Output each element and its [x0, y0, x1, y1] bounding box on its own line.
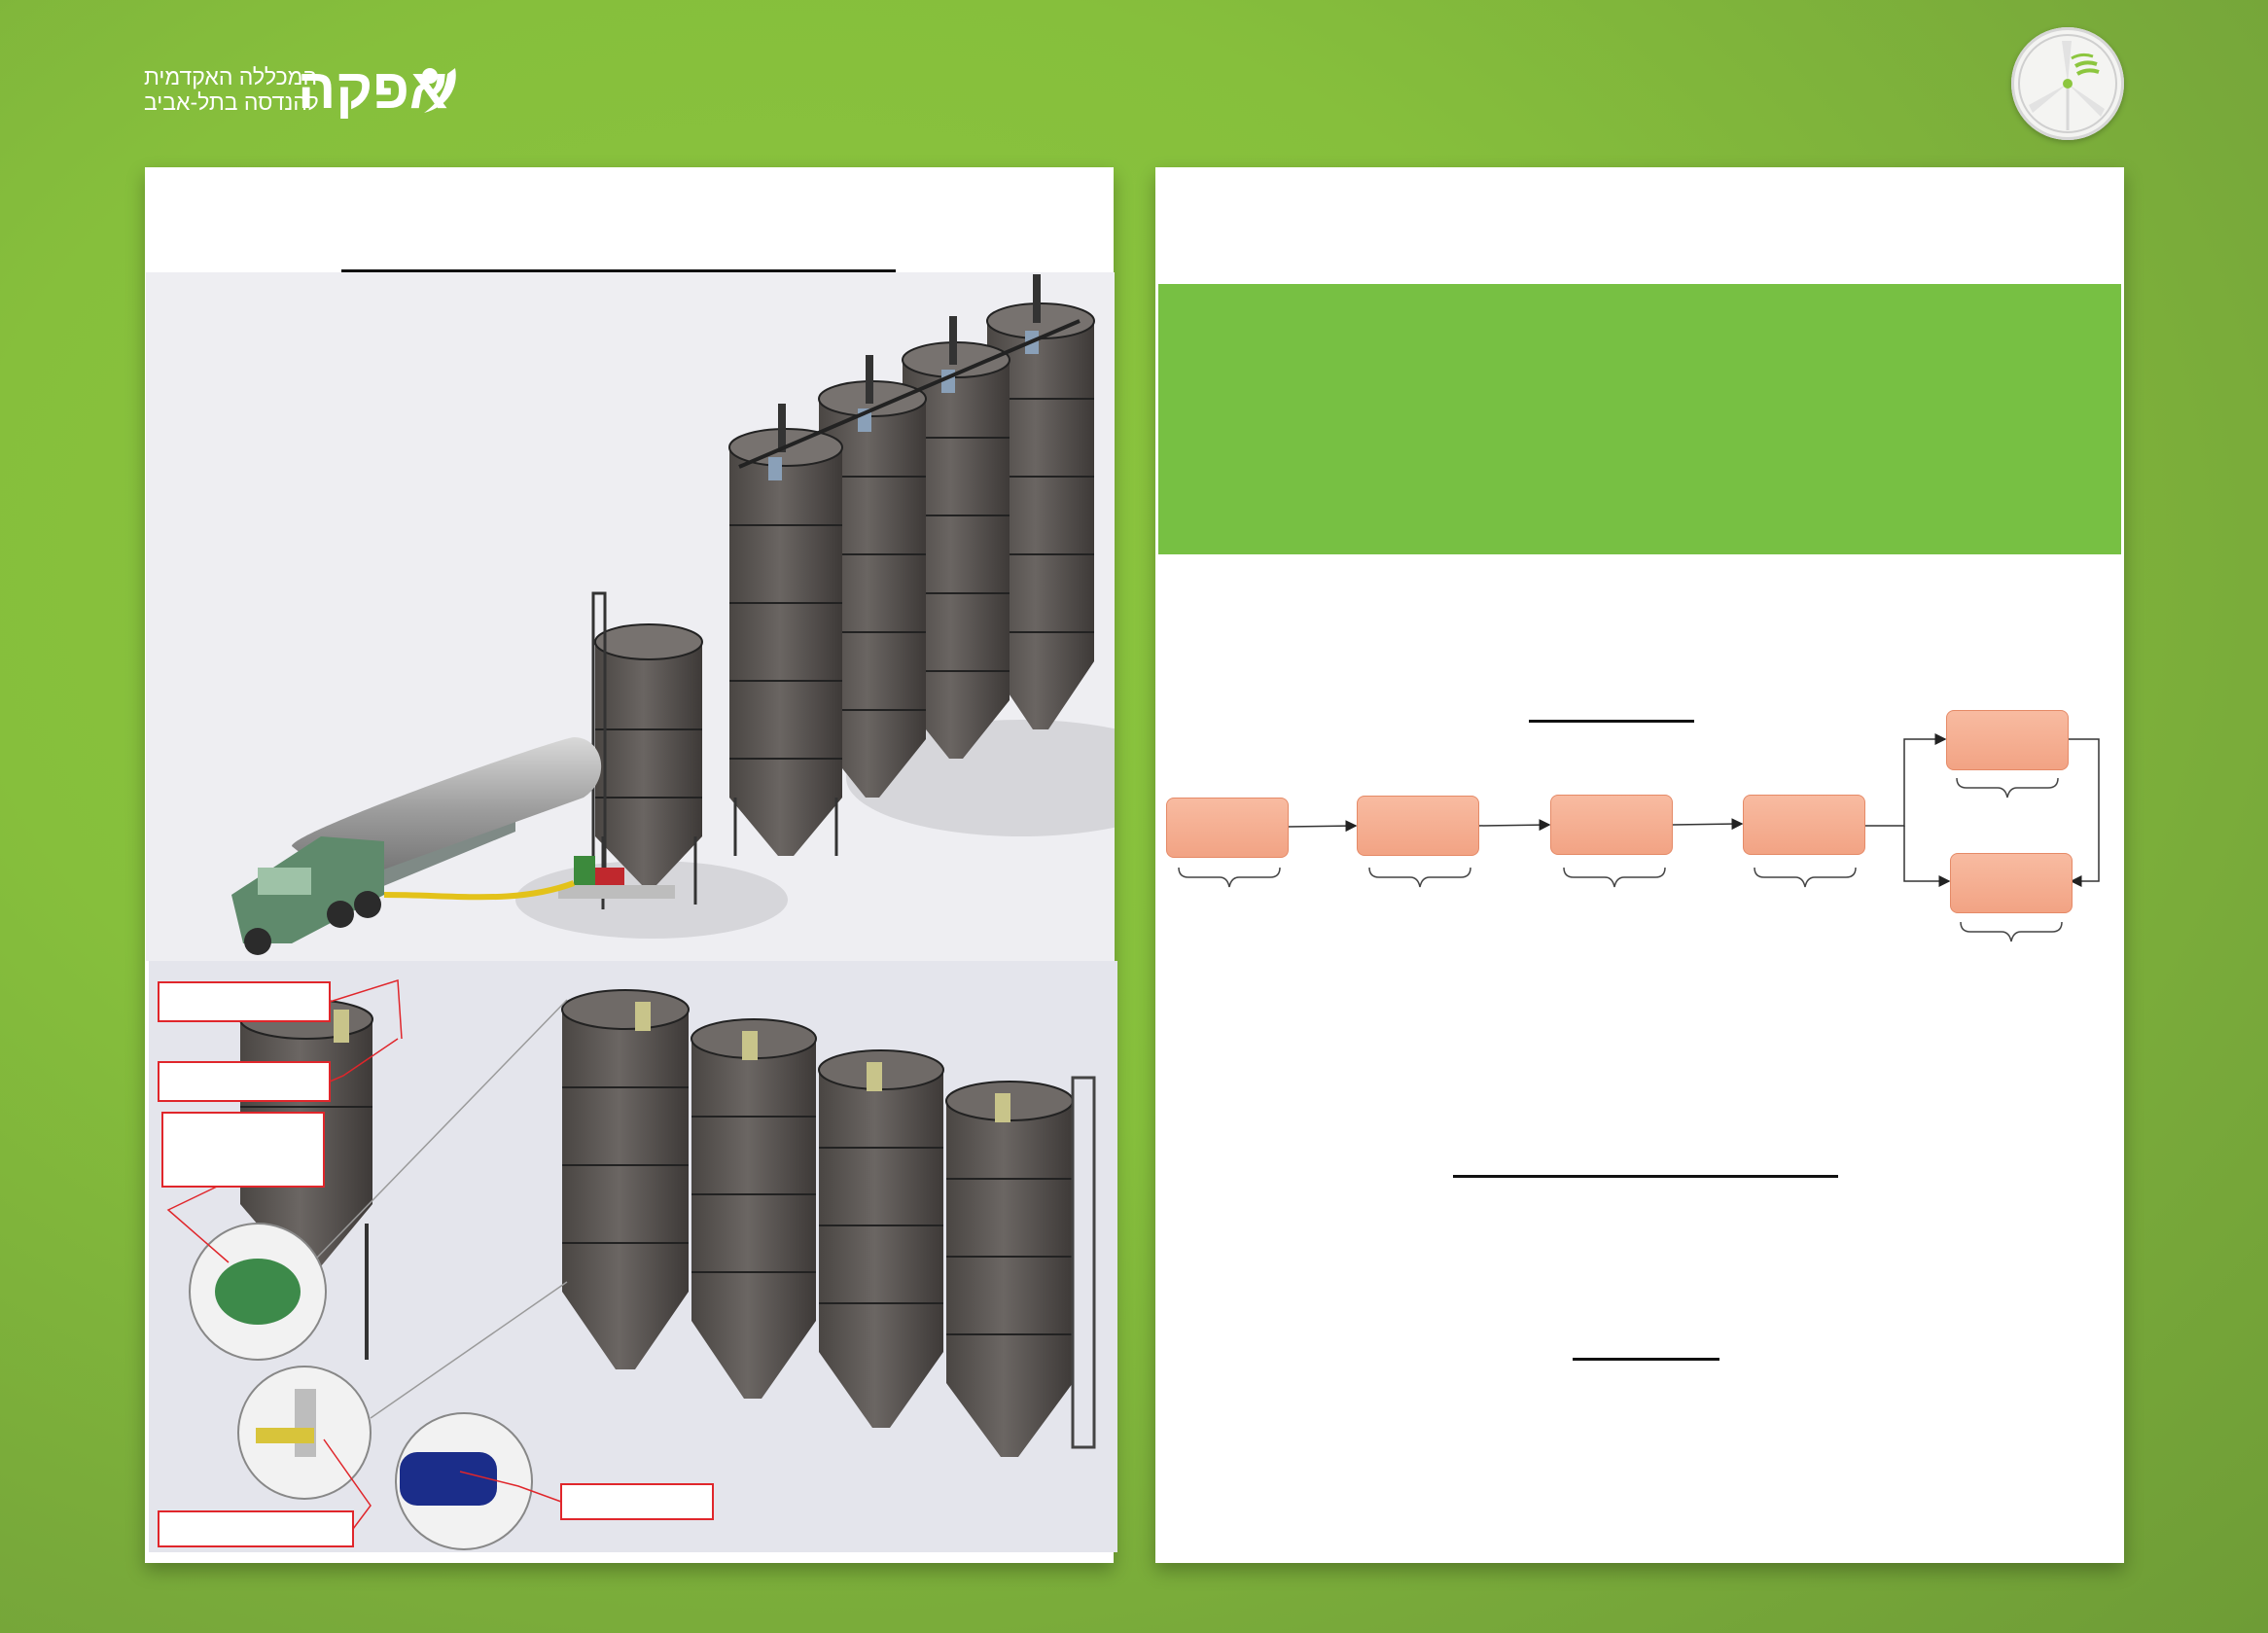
logo-wordmark: אפקה — [298, 57, 448, 121]
flow-branch-lower — [1950, 853, 2073, 913]
logo-subtitle-line2: להנדסה בתל-אביב — [144, 89, 319, 115]
left-heading-underline — [341, 269, 896, 272]
flow-branch-upper — [1946, 710, 2069, 770]
silo-installation-render — [146, 272, 1115, 961]
flow-step-1 — [1166, 798, 1289, 858]
section-heading-underline — [1453, 1175, 1838, 1178]
flow-diagram-connectors — [1178, 733, 2100, 942]
silo-detail-render — [149, 961, 1117, 1552]
college-logo[interactable]: המכללה האקדמית להנדסה בתל-אביב אפקה — [144, 58, 465, 126]
flow-step-4 — [1743, 795, 1865, 855]
flow-step-2 — [1357, 796, 1479, 856]
highlight-box — [1158, 284, 2121, 554]
flow-heading-underline — [1529, 720, 1694, 723]
flow-step-3 — [1550, 795, 1673, 855]
wind-turbine-icon — [2018, 34, 2117, 133]
wind-turbine-emblem — [2011, 27, 2124, 140]
tanker-truck — [231, 737, 602, 955]
leaf-logo-icon — [422, 68, 456, 113]
logo-subtitle-line1: המכללה האקדמית — [144, 64, 318, 89]
subsection-heading-underline — [1573, 1358, 1719, 1361]
